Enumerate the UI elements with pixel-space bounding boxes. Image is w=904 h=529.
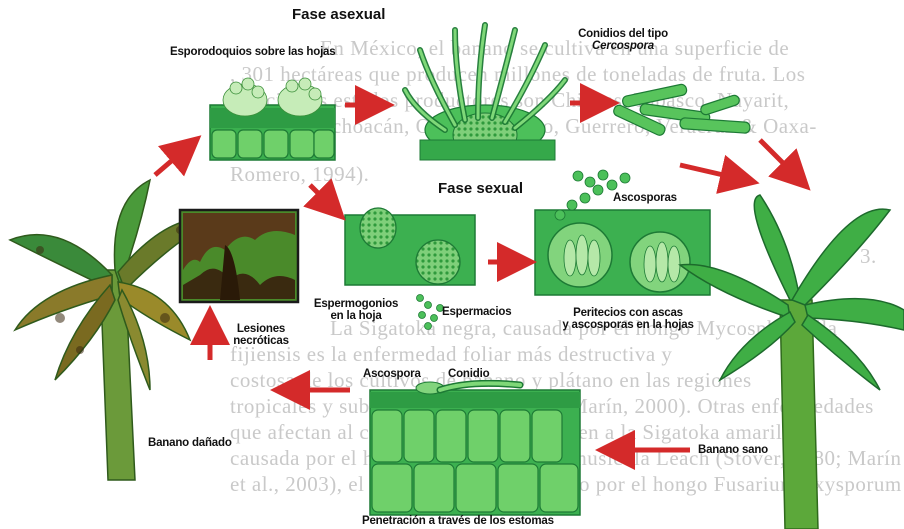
healthy-banana-plant <box>680 195 904 529</box>
conidios-label: Conidios del tipo Cercospora <box>548 28 698 52</box>
stomata-penetration-section <box>370 382 580 515</box>
spermatia <box>417 295 444 330</box>
peritecios-label-line2: y ascosporas en la hojas <box>548 319 708 331</box>
arrow <box>155 145 190 175</box>
lesiones-label: Lesiones necróticas <box>226 323 296 347</box>
arrow <box>760 140 800 180</box>
fase-sexual-title: Fase sexual <box>438 180 523 197</box>
arrow <box>310 185 335 210</box>
cercospora-conidia <box>612 83 750 136</box>
penetracion-label: Penetración a través de los estomas <box>362 515 554 527</box>
conidios-label-line2: Cercospora <box>548 40 698 52</box>
fase-asexual-title: Fase asexual <box>292 6 385 23</box>
lesiones-label-line1: Lesiones <box>226 323 296 335</box>
banano-danado-label: Banano dañado <box>148 437 232 449</box>
conidiophore-tuft <box>405 25 565 160</box>
conidios-label-line1: Conidios del tipo <box>548 28 698 40</box>
arrow <box>680 165 745 180</box>
peritecios-label-line1: Peritecios con ascas <box>548 307 708 319</box>
espermacios-label: Espermacios <box>442 306 511 318</box>
espermogonios-label: Espermogonios en la hoja <box>306 298 406 322</box>
espermogonios-label-line2: en la hoja <box>306 310 406 322</box>
esporodoquios-leaf-section <box>210 78 335 160</box>
peritecios-label: Peritecios con ascas y ascosporas en la … <box>548 307 708 331</box>
ascospora-label: Ascospora <box>363 368 421 380</box>
ascosporas-label: Ascosporas <box>613 192 677 204</box>
espermogonios-label-line1: Espermogonios <box>306 298 406 310</box>
necrotic-lesion-inset <box>180 210 298 302</box>
peritecios-leaf-section <box>535 170 710 295</box>
conidio-label: Conidio <box>448 368 489 380</box>
esporodoquios-label: Esporodoquios sobre las hojas <box>170 46 335 58</box>
lesiones-label-line2: necróticas <box>226 335 296 347</box>
banano-sano-label: Banano sano <box>698 444 768 456</box>
